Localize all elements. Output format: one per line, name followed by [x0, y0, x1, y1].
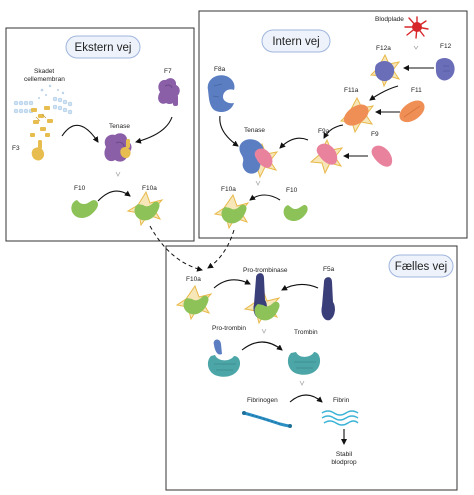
tenase-intrinsic-label: Tenase	[244, 127, 265, 134]
f11a-protein	[339, 96, 375, 134]
arrow-f11a-to-f9a	[323, 124, 344, 139]
f12a-label: F12a	[376, 45, 391, 52]
f9a-protein	[309, 138, 344, 175]
extrinsic-title-text: Ekstern vej	[75, 42, 132, 54]
arrow-f7-to-tenase	[135, 116, 173, 144]
common-title: Fælles vej	[388, 254, 454, 278]
f10a-protein-extrinsic	[126, 190, 164, 227]
f8a-label: F8a	[214, 66, 226, 73]
arrow-f5a-to-prothrombinase	[281, 283, 319, 291]
f5a-protein	[321, 277, 335, 321]
f7-label: F7	[164, 68, 172, 75]
thrombin-protein	[287, 352, 321, 375]
inhibit-tick-thrombin	[299, 380, 305, 386]
damaged-membrane-label-2: cellemembran	[24, 76, 65, 83]
f12-protein	[435, 57, 455, 81]
extrinsic-title: Ekstern vej	[65, 35, 141, 59]
platelet-label: Blodplade	[375, 16, 404, 23]
prothrombin-label: Pro-trombin	[212, 325, 246, 332]
arrow-f8a-to-tenase	[219, 115, 239, 147]
inhibit-tick-prothrombinase	[261, 328, 267, 334]
f8a-protein	[207, 75, 235, 113]
extrinsic-box	[5, 27, 195, 242]
fibrinogen-molecule	[242, 411, 292, 428]
f10a-protein-intrinsic	[213, 193, 250, 230]
arrow-f12a-to-f11a	[369, 85, 399, 101]
platelet-icon	[404, 16, 429, 39]
arrow-fibrinogen-to-fibrin	[289, 394, 323, 403]
intrinsic-box	[198, 10, 468, 239]
f12a-protein	[369, 53, 401, 88]
intrinsic-title: Intern vej	[261, 29, 331, 53]
f10a-extrinsic-label: F10a	[142, 185, 157, 192]
f10a-intrinsic-label: F10a	[221, 186, 236, 193]
fibrin-strands	[321, 410, 359, 426]
f9-protein	[371, 145, 393, 167]
f10-intrinsic-label: F10	[286, 187, 298, 194]
arrow-f9a-to-tenase	[279, 137, 309, 149]
f9a-label: F9a	[318, 128, 330, 135]
dashed-arrow-extrinsic-to-common	[149, 225, 203, 272]
stable-clot-label-2: blodprop	[331, 459, 357, 466]
f3-cluster	[30, 106, 53, 137]
f7-protein	[158, 78, 180, 106]
stable-clot-label-1: Stabil	[336, 451, 353, 458]
fibrinogen-label: Fibrinogen	[247, 397, 278, 404]
prothrombinase-label: Pro-trombinase	[243, 267, 288, 274]
inhibit-tick-platelet	[413, 45, 419, 50]
arrow-f10a-to-prothrombinase	[213, 279, 251, 289]
arrow-f10-to-f10a-extrinsic	[97, 190, 131, 202]
f11-protein	[399, 100, 425, 123]
f10-extrinsic-label: F10	[74, 185, 86, 192]
dashed-arrow-intrinsic-to-common	[207, 229, 235, 269]
prothrombin-protein	[207, 339, 241, 377]
arrow-f10-to-f10a-intrinsic	[249, 194, 281, 201]
damaged-membrane-label-1: Skadet	[34, 68, 54, 75]
f10-protein-intrinsic	[283, 204, 308, 222]
f10a-protein-common	[175, 284, 213, 321]
thrombin-label: Trombin	[294, 329, 318, 336]
f3-protein	[31, 140, 45, 161]
f11-label: F11	[411, 87, 422, 94]
arrow-prothrombin-to-thrombin	[241, 341, 283, 351]
tenase-complex-intrinsic	[239, 139, 279, 179]
prothrombinase-complex	[243, 273, 281, 325]
f3-label: F3	[12, 145, 20, 152]
f11a-label: F11a	[344, 87, 359, 94]
f5a-label: F5a	[323, 266, 335, 273]
intrinsic-title-text: Intern vej	[272, 36, 319, 48]
inhibit-tick-extrinsic	[115, 171, 121, 177]
f10-protein-extrinsic	[71, 200, 99, 218]
f12-label: F12	[440, 43, 452, 50]
arrow-f3-to-tenase	[61, 124, 99, 143]
inhibit-tick-intrinsic	[255, 180, 261, 186]
tenase-complex-extrinsic	[104, 133, 132, 162]
f9-label: F9	[371, 131, 379, 138]
common-title-text: Fælles vej	[395, 261, 447, 273]
f10a-common-label: F10a	[186, 276, 201, 283]
tenase-extrinsic-label: Tenase	[109, 123, 130, 130]
fibrin-label: Fibrin	[333, 397, 350, 404]
